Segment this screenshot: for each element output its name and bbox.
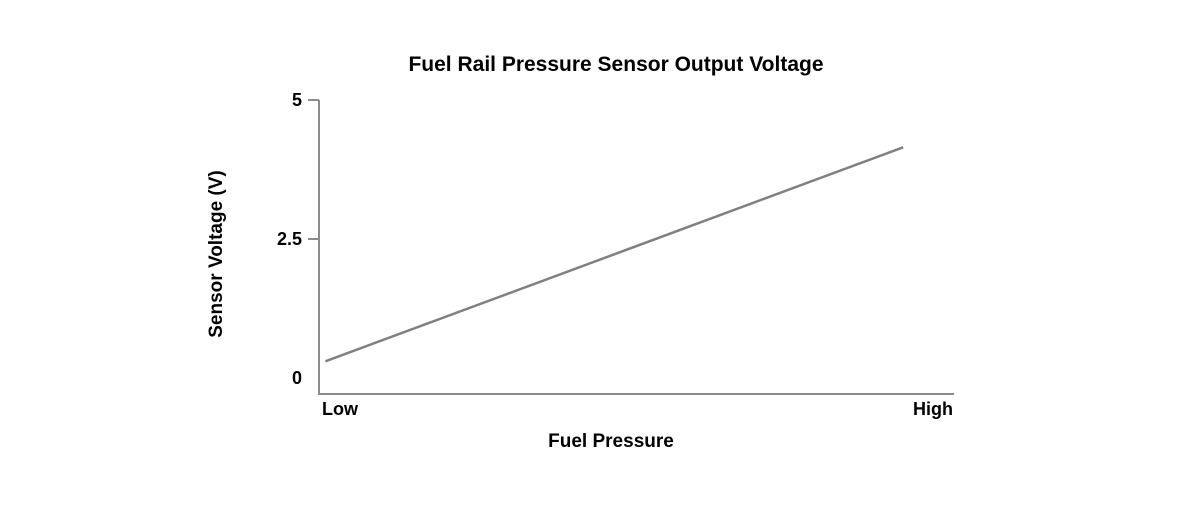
chart-title: Fuel Rail Pressure Sensor Output Voltage xyxy=(408,53,823,76)
y-tick-label: 5 xyxy=(292,90,302,110)
y-tick-label: 0 xyxy=(292,368,302,388)
y-axis-ticks: 02.55 xyxy=(277,90,319,388)
x-tick-label: Low xyxy=(322,399,359,419)
y-tick-label: 2.5 xyxy=(277,229,302,249)
x-axis-ticks: Low High xyxy=(322,399,953,419)
x-axis-label: Fuel Pressure xyxy=(548,431,674,452)
x-tick-label: High xyxy=(913,399,953,419)
y-axis-label: Sensor Voltage (V) xyxy=(206,170,227,338)
series-line xyxy=(324,146,904,363)
